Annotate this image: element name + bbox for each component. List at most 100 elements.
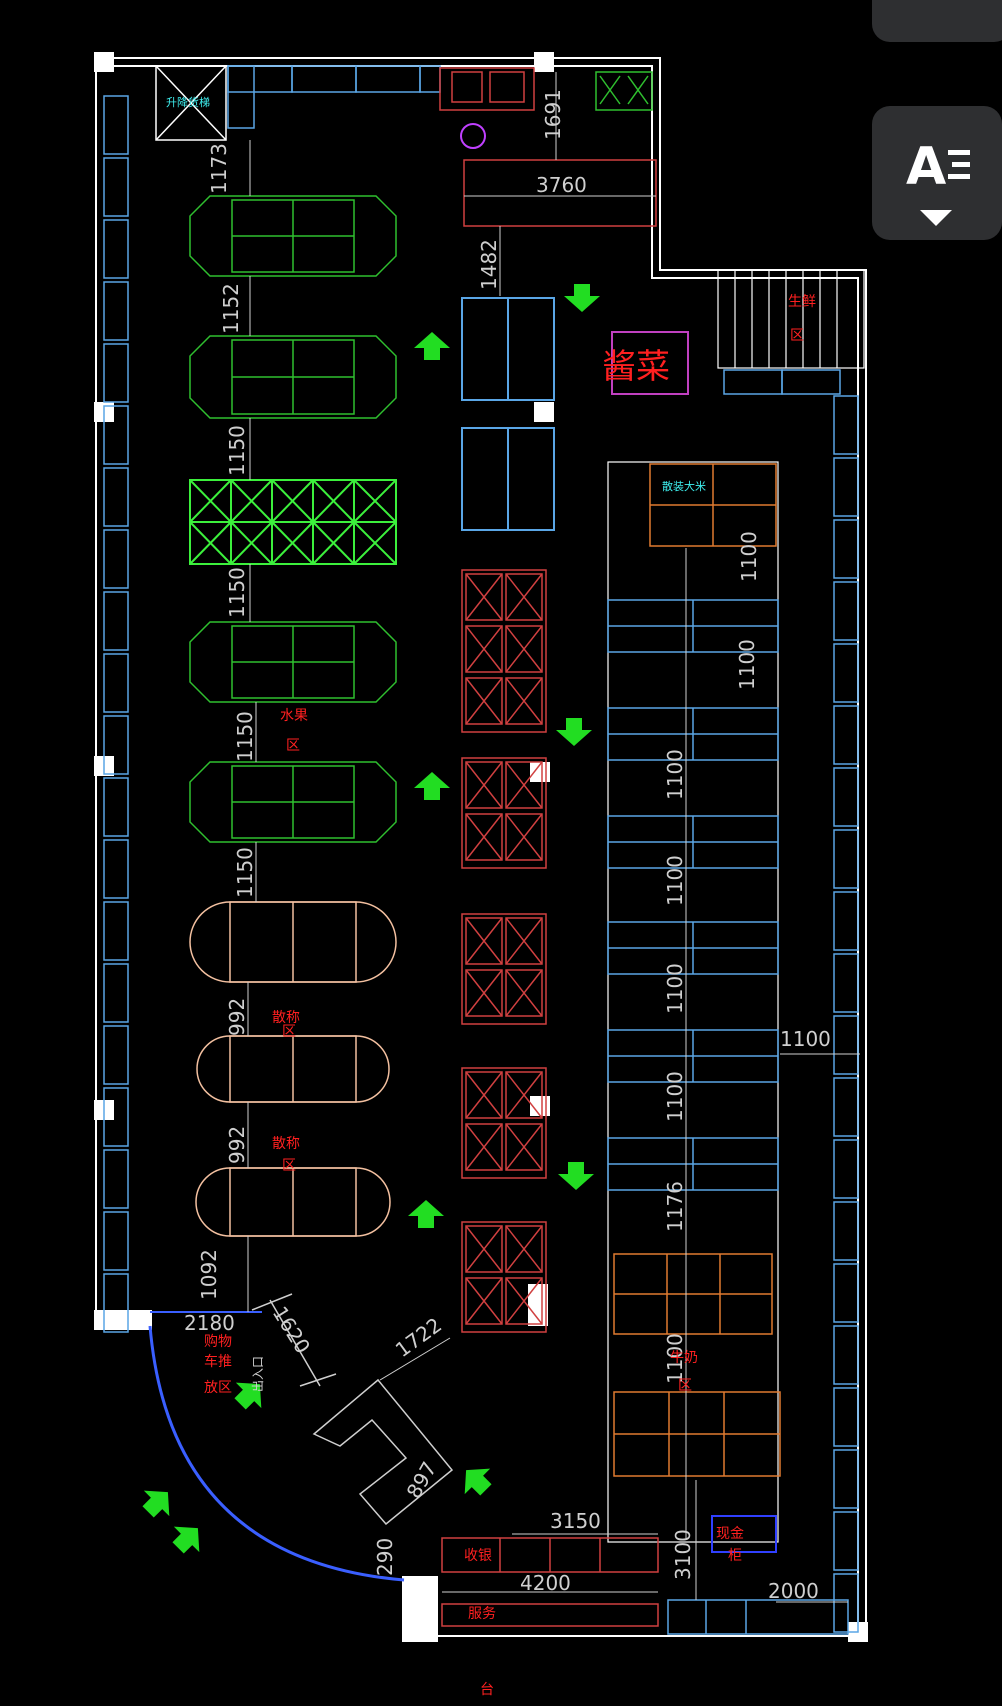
wall-shelf — [103, 405, 129, 465]
sauce-box — [611, 331, 689, 395]
svg-text:A: A — [906, 137, 946, 197]
wall-shelf — [833, 1015, 859, 1075]
arrow-diagonal — [234, 1382, 262, 1410]
rice-label: 散装大米 — [662, 479, 706, 493]
freezer-cross — [505, 1123, 543, 1171]
dim-4200: 4200 — [520, 1571, 571, 1595]
elevator-label: 升降货梯 — [166, 95, 210, 109]
wall-shelf — [103, 715, 129, 775]
bulk2-zone-label-2: 区 — [282, 1158, 296, 1174]
arrow-shape — [172, 1526, 200, 1554]
wall-shelf — [833, 829, 859, 889]
dim-897: 897 — [402, 1457, 442, 1502]
freezer-cross — [465, 677, 503, 725]
dim-v1100-a: 1100 — [737, 531, 761, 582]
dim-v1100-e: 1100 — [663, 963, 687, 1014]
small-labels: 升降货梯 散装大米 — [166, 95, 706, 493]
milk-displays — [613, 1253, 781, 1477]
dim-992-a: 992 — [225, 998, 249, 1036]
freezer-cell — [465, 1225, 503, 1273]
arrow-shape — [142, 1490, 170, 1518]
wall-shelf — [833, 1325, 859, 1385]
freezer-cross — [505, 1225, 543, 1273]
freezer-frame — [461, 757, 547, 869]
top-equipment — [439, 67, 657, 227]
dim-290: 290 — [373, 1538, 397, 1576]
dim-3760: 3760 — [536, 173, 587, 197]
freezer-cross — [505, 917, 543, 965]
gondola — [189, 335, 397, 419]
freezer-cross — [505, 677, 543, 725]
dim-h1100: 1100 — [780, 1027, 831, 1051]
left-wall-shelving — [103, 95, 129, 1333]
freezer-cell — [505, 761, 543, 809]
freezer-cross — [505, 573, 543, 621]
text-format-icon: A — [906, 137, 970, 197]
bulk2-zone-label-1: 散称 — [272, 1136, 300, 1152]
freezer-frame — [461, 913, 547, 1025]
freezer-frame — [461, 1221, 547, 1333]
freezer-cell — [505, 1123, 543, 1171]
freezer-cross — [465, 625, 503, 673]
freezer-cell — [465, 625, 503, 673]
dim-1722: 1722 — [391, 1313, 446, 1362]
viewer-top-button[interactable] — [872, 0, 1002, 42]
wall-shelf — [103, 1273, 129, 1333]
dim-3150: 3150 — [550, 1509, 601, 1533]
wall-shelf — [103, 901, 129, 961]
dim-v1100-d: 1100 — [663, 855, 687, 906]
wall-shelf — [833, 1511, 859, 1571]
wall-shelf — [103, 1211, 129, 1271]
fresh-label-1: 生鲜 — [788, 294, 816, 310]
wall-shelf — [833, 1077, 859, 1137]
wall-shelf — [833, 891, 859, 951]
freezer-cross — [505, 1071, 543, 1119]
wall-shelf — [103, 157, 129, 217]
dim-1173: 1173 — [207, 143, 231, 194]
wall-shelf — [103, 95, 129, 155]
top-right-box — [595, 71, 653, 111]
freezer-cell — [465, 1123, 503, 1171]
dim-1150-d: 1150 — [233, 847, 257, 898]
arrow-diagonal — [142, 1490, 170, 1518]
wall-shelf — [103, 591, 129, 651]
wall-shelf — [103, 281, 129, 341]
arrow-down — [564, 284, 600, 312]
freezer-cell — [465, 761, 503, 809]
freezer-cross — [465, 761, 503, 809]
dim-v1100-h: 1100 — [663, 1333, 687, 1384]
wall-shelf — [833, 519, 859, 579]
freezer-cross — [465, 1225, 503, 1273]
rice-display — [649, 463, 777, 547]
cash-label-2: 柜 — [728, 1548, 742, 1564]
wall-shelf — [833, 1263, 859, 1323]
freezer-cross — [505, 969, 543, 1017]
wall-shelf — [833, 581, 859, 641]
freezer-cell — [505, 917, 543, 965]
cart-label-2: 车推 — [204, 1353, 232, 1370]
fresh-label-2: 区 — [790, 328, 804, 344]
arrow-diagonal — [464, 1468, 492, 1496]
milk-label-1: 牛奶 — [670, 1350, 698, 1366]
right-top-shelves — [723, 369, 841, 395]
freezer-cell — [465, 677, 503, 725]
freezer-cell — [505, 677, 543, 725]
wall-shelf — [833, 767, 859, 827]
cash-label-1: 现金 — [716, 1526, 744, 1542]
arrow-diagonal — [172, 1526, 200, 1554]
wall-shelf — [103, 1149, 129, 1209]
entrance-arc[interactable] — [148, 1325, 405, 1582]
dim-1150-b: 1150 — [225, 567, 249, 618]
arrow-down — [558, 1162, 594, 1190]
freezer-cell — [465, 969, 503, 1017]
wall-shelf — [833, 1201, 859, 1261]
arrow-up — [408, 1200, 444, 1228]
bulk-zone-label-2: 区 — [282, 1024, 296, 1040]
wall-shelf — [833, 1139, 859, 1199]
dim-v1176: 1176 — [663, 1181, 687, 1232]
wall-shelf — [833, 953, 859, 1013]
text-mode-button[interactable]: A — [872, 106, 1002, 240]
wall-shelf — [833, 1449, 859, 1509]
freezer-cell — [465, 573, 503, 621]
checkout-counters — [441, 1537, 659, 1627]
